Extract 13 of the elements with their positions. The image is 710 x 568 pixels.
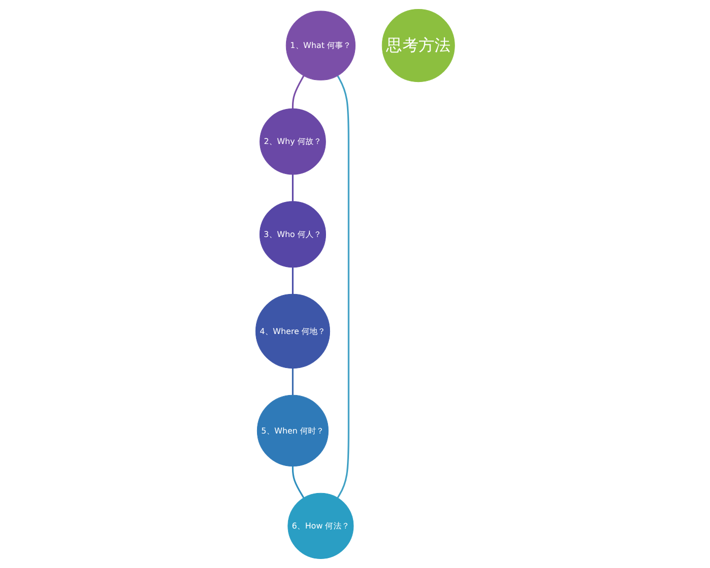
node-circle: 6、How 何法？ — [287, 492, 354, 559]
connector — [292, 75, 304, 109]
node-circle: 思考方法 — [382, 9, 455, 82]
node-circle: 1、What 何事？ — [286, 10, 356, 80]
node-circle: 4、Where 何地？ — [255, 294, 330, 369]
node-circle: 3、Who 何人？ — [259, 201, 326, 268]
node-circle: 5、When 何时？ — [256, 394, 328, 467]
connector — [292, 466, 304, 498]
connector — [292, 267, 294, 294]
node-circle: 2、Why 何故？ — [259, 108, 326, 175]
connector — [336, 75, 350, 498]
connector — [292, 368, 294, 396]
connector — [292, 174, 294, 202]
